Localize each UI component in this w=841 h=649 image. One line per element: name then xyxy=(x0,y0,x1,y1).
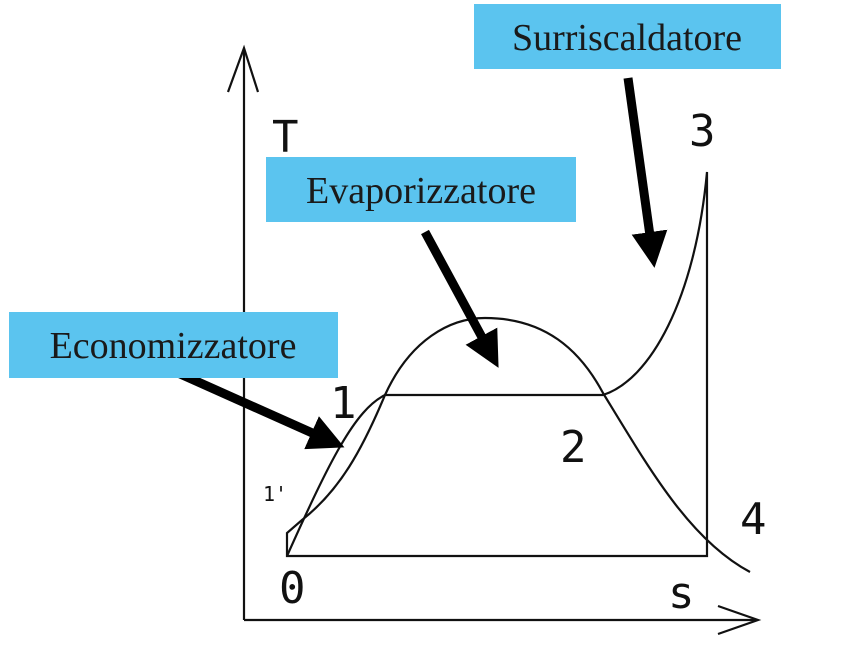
superheater-label: Surriscaldatore xyxy=(512,17,742,59)
point-4-label: 4 xyxy=(740,494,767,545)
evaporator-box: Evaporizzatore xyxy=(266,157,576,222)
superheater-box: Surriscaldatore xyxy=(474,4,781,69)
economizer-box: Economizzatore xyxy=(9,312,338,378)
arrows xyxy=(176,77,668,450)
x-axis-arrowhead xyxy=(717,604,762,636)
point-0-label: 0 xyxy=(279,563,306,614)
y-axis-arrowhead xyxy=(226,44,260,93)
economizer-box-bg xyxy=(9,312,338,378)
evaporator-box-bg xyxy=(266,157,576,222)
superheater-arrow xyxy=(623,77,668,268)
point-1-label: 1 xyxy=(330,378,357,429)
cycle-path xyxy=(285,171,709,558)
superheater-box-bg xyxy=(474,4,781,69)
economizer-label: Economizzatore xyxy=(50,325,297,367)
point-labels: 0 1 1' 2 3 4 xyxy=(263,106,767,614)
y-axis-label: T xyxy=(272,112,299,163)
x-axis-label: s xyxy=(668,568,695,619)
saturation-dome xyxy=(285,316,751,573)
point-1prime-label: 1' xyxy=(263,482,287,506)
point-3-label: 3 xyxy=(689,106,716,157)
evaporator-label: Evaporizzatore xyxy=(306,170,536,212)
economizer-arrow xyxy=(176,368,345,450)
point-2-label: 2 xyxy=(560,422,587,473)
evaporator-arrow xyxy=(421,229,499,368)
